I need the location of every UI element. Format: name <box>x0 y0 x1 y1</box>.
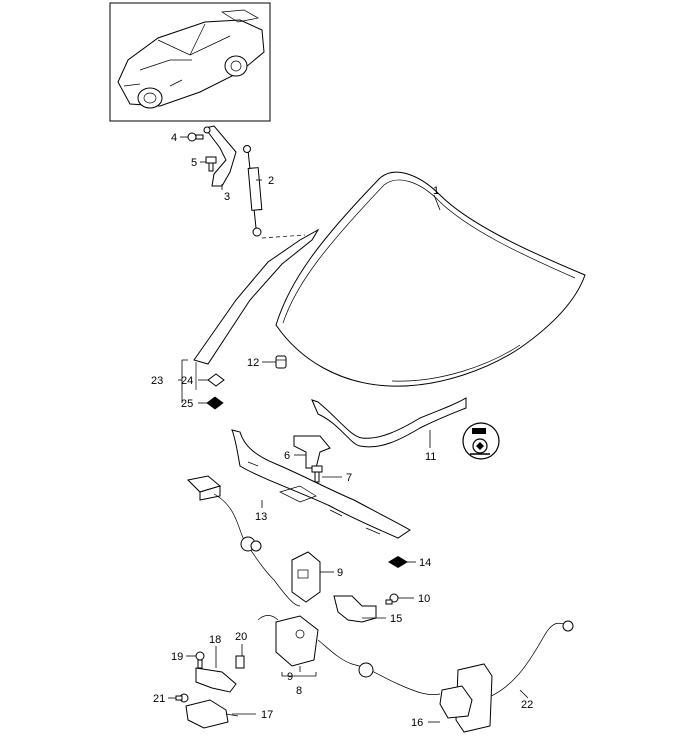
callout-25: 25 <box>181 398 193 410</box>
bolt-7-part <box>311 465 323 483</box>
seal-strip-part <box>193 228 320 390</box>
car-thumbnail-icon <box>117 9 265 109</box>
car-thumbnail <box>109 2 271 122</box>
clip-24-part <box>207 373 225 387</box>
bracket-18-part <box>195 667 237 693</box>
callout-13: 13 <box>255 511 267 523</box>
pad-25-part <box>206 396 224 410</box>
bump-stop-part <box>275 355 287 369</box>
callout-labels: 1 2 3 4 5 6 7 8 9 9 10 11 12 13 14 15 16… <box>151 132 533 729</box>
callout-24: 24 <box>181 375 193 387</box>
bolt-4-part <box>187 132 204 142</box>
screw-21-part <box>175 693 189 703</box>
bolt-10-part <box>385 593 399 605</box>
callout-15: 15 <box>390 613 402 625</box>
callout-9-upper: 9 <box>337 567 343 579</box>
callout-16: 16 <box>411 717 423 729</box>
gas-strut-part <box>243 145 263 237</box>
callout-4: 4 <box>171 132 177 144</box>
callout-23: 23 <box>151 375 163 387</box>
bracket-6-part <box>293 435 331 469</box>
callout-5: 5 <box>191 157 197 169</box>
callout-3: 3 <box>224 191 230 203</box>
callout-20: 20 <box>235 631 247 643</box>
callout-1: 1 <box>433 185 439 197</box>
lock-carrier-panel-part <box>231 429 411 539</box>
bolt-5-part <box>205 156 217 172</box>
callout-2: 2 <box>268 175 274 187</box>
actuator-part <box>185 699 239 729</box>
callout-18: 18 <box>209 634 221 646</box>
callout-14: 14 <box>419 557 431 569</box>
release-handle-part <box>439 663 493 733</box>
callout-21: 21 <box>153 693 165 705</box>
washer-14-part <box>388 556 408 568</box>
service-note-icon <box>462 422 500 460</box>
callout-12: 12 <box>247 357 259 369</box>
clip-20-part <box>235 655 245 669</box>
callout-6: 6 <box>284 450 290 462</box>
leader-lines <box>168 136 529 723</box>
callout-19: 19 <box>171 651 183 663</box>
callout-10: 10 <box>418 593 430 605</box>
lock-lower-part <box>257 615 353 667</box>
callout-11: 11 <box>425 451 436 463</box>
lock-upper-part <box>291 551 321 603</box>
contact-switch-part <box>186 475 301 607</box>
hood-part <box>275 171 586 387</box>
callout-9-lower: 9 <box>287 671 293 683</box>
screw-19-part <box>195 651 205 669</box>
callout-7: 7 <box>346 472 352 484</box>
callout-8: 8 <box>296 685 302 697</box>
callout-22: 22 <box>521 699 533 711</box>
hinge-bracket-part <box>203 125 237 187</box>
hood-seal-part <box>311 397 467 448</box>
release-cable-part <box>351 620 574 701</box>
callout-17: 17 <box>261 709 273 721</box>
